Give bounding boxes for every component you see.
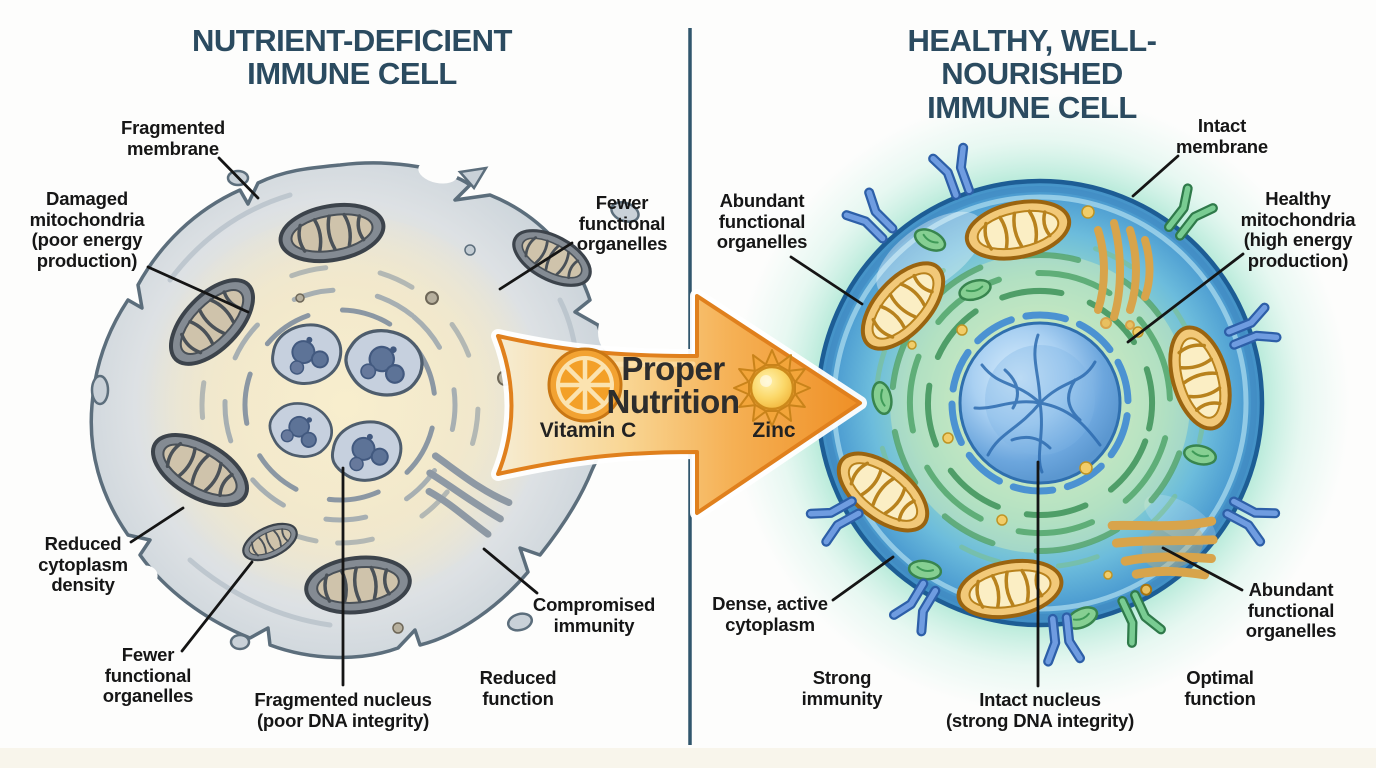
label-compromised-immunity: Compromised immunity	[532, 594, 656, 636]
label-optimal-function: Optimal function	[1184, 667, 1256, 709]
vitamin-c-label: Vitamin C	[539, 419, 637, 442]
label-reduced-function: Reduced function	[479, 667, 557, 709]
right-panel-title: HEALTHY, WELL-NOURISHED IMMUNE CELL	[907, 23, 1157, 125]
label-fewer-organelles-top: Fewer functional organelles	[576, 192, 668, 255]
label-abundant-organelles-bottom: Abundant functional organelles	[1245, 579, 1337, 642]
label-reduced-cytoplasm: Reduced cytoplasm density	[38, 533, 128, 596]
label-fragmented-membrane: Fragmented membrane	[121, 117, 225, 159]
nutrition-arrow	[491, 289, 867, 520]
healthy-cell-illustration	[730, 93, 1350, 713]
left-panel-title: NUTRIENT-DEFICIENT IMMUNE CELL	[192, 23, 512, 92]
label-abundant-organelles-top: Abundant functional organelles	[716, 190, 808, 253]
bottom-band	[0, 748, 1376, 768]
leader-lines	[129, 154, 1245, 688]
label-intact-nucleus: Intact nucleus (strong DNA integrity)	[945, 689, 1135, 731]
label-dense-cytoplasm: Dense, active cytoplasm	[712, 593, 828, 635]
label-healthy-mitochondria: Healthy mitochondria (high energy produc…	[1240, 188, 1356, 272]
label-fragmented-nucleus: Fragmented nucleus (poor DNA integrity)	[254, 689, 432, 731]
label-fewer-organelles-bottom: Fewer functional organelles	[102, 644, 194, 707]
orange-slice-icon	[547, 347, 623, 423]
label-strong-immunity: Strong immunity	[801, 667, 883, 709]
zinc-label: Zinc	[752, 419, 796, 442]
label-intact-membrane: Intact membrane	[1176, 115, 1268, 157]
proper-nutrition-label: Proper Nutrition	[606, 350, 740, 420]
label-damaged-mitochondria: Damaged mitochondria (poor energy produc…	[29, 188, 145, 272]
sun-icon	[733, 349, 811, 427]
